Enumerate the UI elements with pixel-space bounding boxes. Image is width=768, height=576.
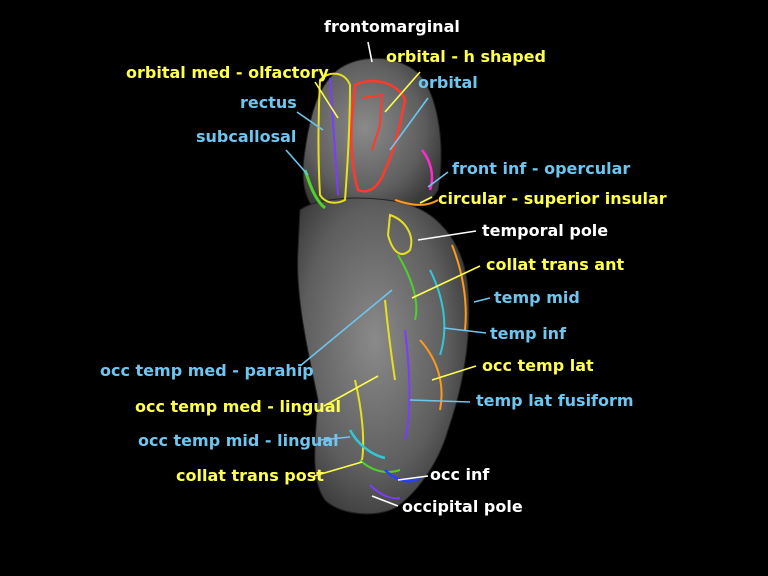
occipital-pole-region [369,484,401,500]
label-collat-trans-post: collat trans post [176,466,324,485]
label-circular-superior-insular: circular - superior insular [438,189,667,208]
arrow-collat-trans-post [313,461,363,477]
arrow-occ-temp-lat [431,365,477,381]
occ-temp-med-parahip-region [384,299,396,381]
arrow-rectus [296,111,324,131]
label-temp-inf: temp inf [490,324,567,343]
label-orbital-h-shaped: orbital - h shaped [386,47,546,66]
occ-temp-lat-region [419,339,443,411]
occ-temp-mid-lingual-region [348,429,386,460]
arrow-temp-inf [443,327,487,334]
label-occipital-pole: occipital pole [402,497,523,516]
label-occ-temp-lat: occ temp lat [482,356,594,375]
orbital-h-shaped-region [350,79,407,193]
rectus-region [317,72,352,204]
arrow-orbital-h-shaped [384,71,421,113]
temp-mid-region [451,244,467,331]
circular-superior-insular-region [394,199,439,206]
label-occ-temp-med-lingual: occ temp med - lingual [135,397,341,416]
arrow-temporal-pole [417,230,477,241]
arrow-circular-superior-insular [419,196,433,204]
temporal-pole-region [386,213,413,255]
arrow-occ-inf [397,475,429,481]
collat-trans-ant-region [397,254,418,321]
label-front-inf-opercular: front inf - opercular [452,159,631,178]
arrow-occ-temp-mid-lingual [319,436,351,441]
arrow-occipital-pole [371,495,399,507]
arrow-front-inf-opercular [427,171,449,188]
occ-inf-region [384,469,421,483]
arrow-frontomarginal [367,41,373,63]
arrow-temp-mid [473,297,491,303]
front-inf-opercular-region [421,149,434,191]
label-orbital-med-olfactory: orbital med - olfactory [126,63,329,82]
collat-trans-post-region [359,459,401,473]
label-occ-temp-med-parahip: occ temp med - parahip [100,361,314,380]
label-frontomarginal: frontomarginal [324,17,460,36]
label-occ-inf: occ inf [430,465,490,484]
arrow-occ-temp-med-lingual [323,375,379,407]
arrow-temp-lat-fusiform [409,399,471,403]
temporal-occipital-lobe [297,197,470,515]
label-temp-lat-fusiform: temp lat fusiform [476,391,634,410]
label-rectus: rectus [240,93,297,112]
temp-lat-fusiform-region [404,329,411,441]
label-orbital: orbital [418,73,478,92]
label-temporal-pole: temporal pole [482,221,609,240]
temp-inf-region [429,269,446,356]
arrow-occ-temp-med-parahip [299,289,393,367]
orbital-h-shaped-inner [361,93,384,151]
arrow-orbital-med-olfactory [314,81,339,119]
orbital-med-olfactory-region [329,77,339,196]
label-collat-trans-ant: collat trans ant [486,255,625,274]
label-subcallosal: subcallosal [196,127,297,146]
occ-temp-med-lingual-region [354,379,365,461]
label-occ-temp-mid-lingual: occ temp mid - lingual [138,431,339,450]
label-temp-mid: temp mid [494,288,580,307]
arrow-orbital [389,97,429,151]
arrow-collat-trans-ant [411,265,481,299]
arrow-subcallosal [285,149,309,176]
